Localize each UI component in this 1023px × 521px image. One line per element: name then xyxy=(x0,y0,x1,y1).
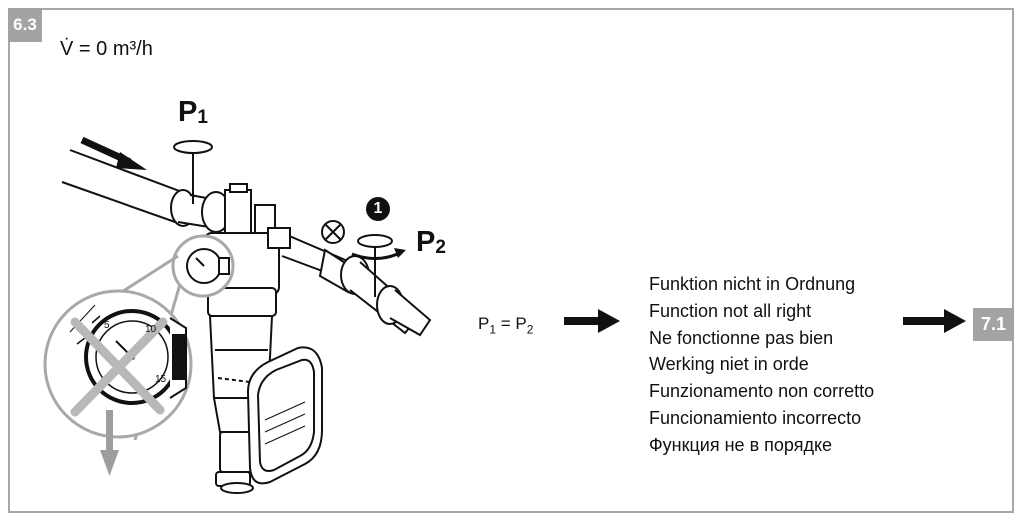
small-gauge-icon xyxy=(171,234,235,298)
magnified-gauge-icon xyxy=(43,289,193,439)
p1-pointer xyxy=(173,140,213,204)
malfunction-messages: Funktion nicht in Ordnung Function not a… xyxy=(649,271,874,459)
p2-pointer xyxy=(351,234,406,297)
inlet-arrow-icon xyxy=(80,136,147,170)
gauge-scale-label: 15 xyxy=(155,374,167,385)
inlet-pipe xyxy=(61,149,247,234)
message-nl: Werking niet in orde xyxy=(649,354,809,375)
result-arrow-icon xyxy=(564,309,620,333)
gauge-scale-label: 5 xyxy=(104,320,110,331)
pressure-condition: P1 = P2 xyxy=(478,314,534,337)
gauge-scale-label: 10 xyxy=(145,324,157,335)
actuator-box xyxy=(246,346,323,485)
callout-number: 1 xyxy=(366,197,390,221)
message-it: Funzionamento non corretto xyxy=(649,381,875,402)
next-step-arrow-icon xyxy=(903,309,966,333)
message-fr: Ne fonctionne pas bien xyxy=(649,327,834,348)
figure-frame xyxy=(8,8,1014,513)
message-es: Funcionamiento incorrecto xyxy=(649,407,862,428)
p2-label: P2 xyxy=(416,226,446,258)
p1-label: P1 xyxy=(178,96,208,128)
flow-rate-label: V̇ = 0 m³/h xyxy=(60,38,153,60)
down-arrow-icon xyxy=(100,410,119,476)
shutoff-valve-icon xyxy=(321,220,345,244)
next-step-badge[interactable]: 7.1 xyxy=(973,308,1014,341)
step-badge: 6.3 xyxy=(8,8,42,42)
outlet-pipe xyxy=(279,231,432,337)
message-de: Funktion nicht in Ordnung xyxy=(649,274,856,294)
message-ru: Функция не в порядке xyxy=(649,434,833,455)
message-en: Function not all right xyxy=(649,300,812,321)
